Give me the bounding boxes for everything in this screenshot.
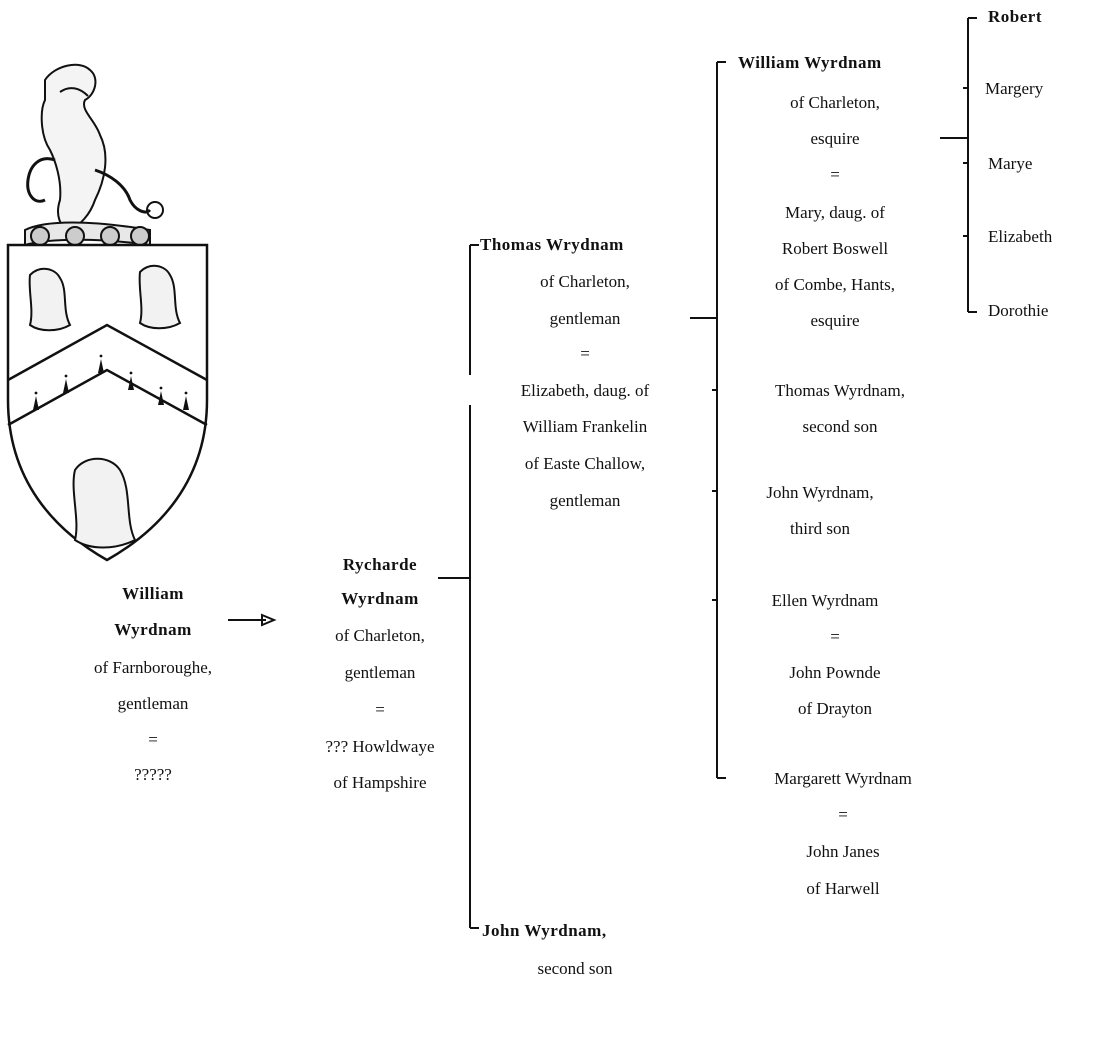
john-gen4-name: John Wyrdnam, [766, 483, 874, 502]
thomas-gen4-name: Thomas Wyrdnam, [775, 381, 905, 400]
founder-name1: William [122, 584, 184, 603]
heraldic-shield-icon [6, 63, 209, 562]
thomas-spouse3: of Easte Challow, [524, 454, 646, 473]
ellen-spouse2: of Drayton [797, 699, 873, 718]
son-name1: Rycharde [342, 555, 418, 574]
thomas-name: Thomas Wrydnam [480, 235, 624, 254]
william-name: William Wyrdnam [738, 53, 882, 72]
ellen-marriage-sign: = [830, 627, 840, 646]
thomas-gen4-desc: second son [802, 417, 878, 436]
founder-spouse: ????? [134, 765, 172, 784]
margarett-spouse2: of Harwell [806, 879, 880, 898]
thomas-marriage-sign: = [580, 344, 590, 363]
margarett-marriage-sign: = [838, 805, 848, 824]
child-dorothie: Dorothie [988, 301, 1049, 320]
son-spouse2: of Hampshire [333, 773, 427, 792]
child-margery: Margery [985, 79, 1044, 98]
john-gen4-desc: third son [790, 519, 850, 538]
william-spouse2: Robert Boswell [781, 239, 889, 258]
founder-rank: gentleman [117, 694, 189, 713]
child-marye: Marye [988, 154, 1033, 173]
founder-place: of Farnboroughe, [93, 658, 213, 677]
william-place: of Charleton, [790, 93, 880, 112]
son-marriage-sign: = [375, 700, 385, 719]
ellen-name: Ellen Wyrdnam [771, 591, 879, 610]
margarett-name: Margarett Wyrdnam [774, 769, 912, 788]
william-spouse3: of Combe, Hants, [775, 275, 895, 294]
william-spouse1: Mary, daug. of [785, 203, 885, 222]
william-rank: esquire [810, 129, 860, 148]
thomas-rank: gentleman [549, 309, 621, 328]
founder-name2: Wyrdnam [114, 620, 192, 639]
founder-marriage-sign: = [148, 730, 158, 749]
margarett-spouse1: John Janes [806, 842, 880, 861]
william-spouse4: esquire [810, 311, 860, 330]
child-elizabeth: Elizabeth [988, 227, 1053, 246]
william-marriage-sign: = [830, 165, 840, 184]
thomas-place: of Charleton, [540, 272, 630, 291]
thomas-spouse4: gentleman [549, 491, 621, 510]
son-spouse1: ??? Howldwaye [325, 737, 435, 756]
son-place: of Charleton, [335, 626, 425, 645]
thomas-spouse2: William Frankelin [522, 417, 648, 436]
son-name2: Wyrdnam [341, 589, 419, 608]
son-rank: gentleman [344, 663, 416, 682]
ellen-spouse1: John Pownde [789, 663, 881, 682]
john-gen3-name: John Wyrdnam, [482, 921, 607, 940]
child-robert: Robert [988, 7, 1042, 26]
john-gen3-desc: second son [537, 959, 613, 978]
thomas-spouse1: Elizabeth, daug. of [520, 381, 650, 400]
